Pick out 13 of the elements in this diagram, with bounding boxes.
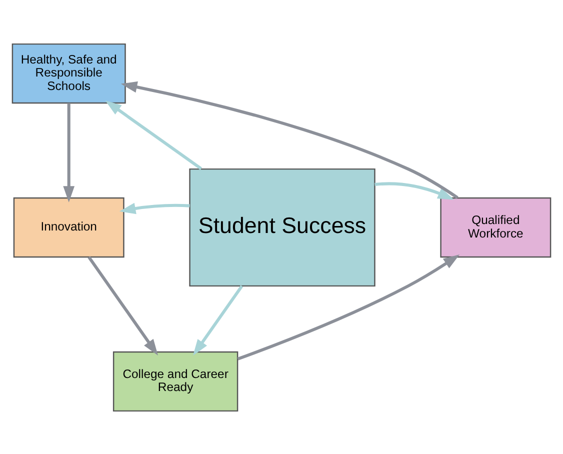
arrow [237, 254, 460, 360]
node-box: Healthy, Safe and Responsible Schools [12, 42, 126, 104]
node-box: Qualified Workforce [440, 196, 552, 258]
node-box: Innovation [13, 196, 124, 258]
arrow [105, 100, 202, 170]
arrow [374, 182, 454, 200]
node-box: College and Career Ready [112, 350, 238, 412]
node-box: Student Success [189, 168, 376, 286]
arrow [192, 284, 244, 356]
arrow [88, 256, 158, 356]
arrow [119, 202, 190, 214]
arrow [120, 80, 458, 199]
arrow [63, 102, 75, 202]
